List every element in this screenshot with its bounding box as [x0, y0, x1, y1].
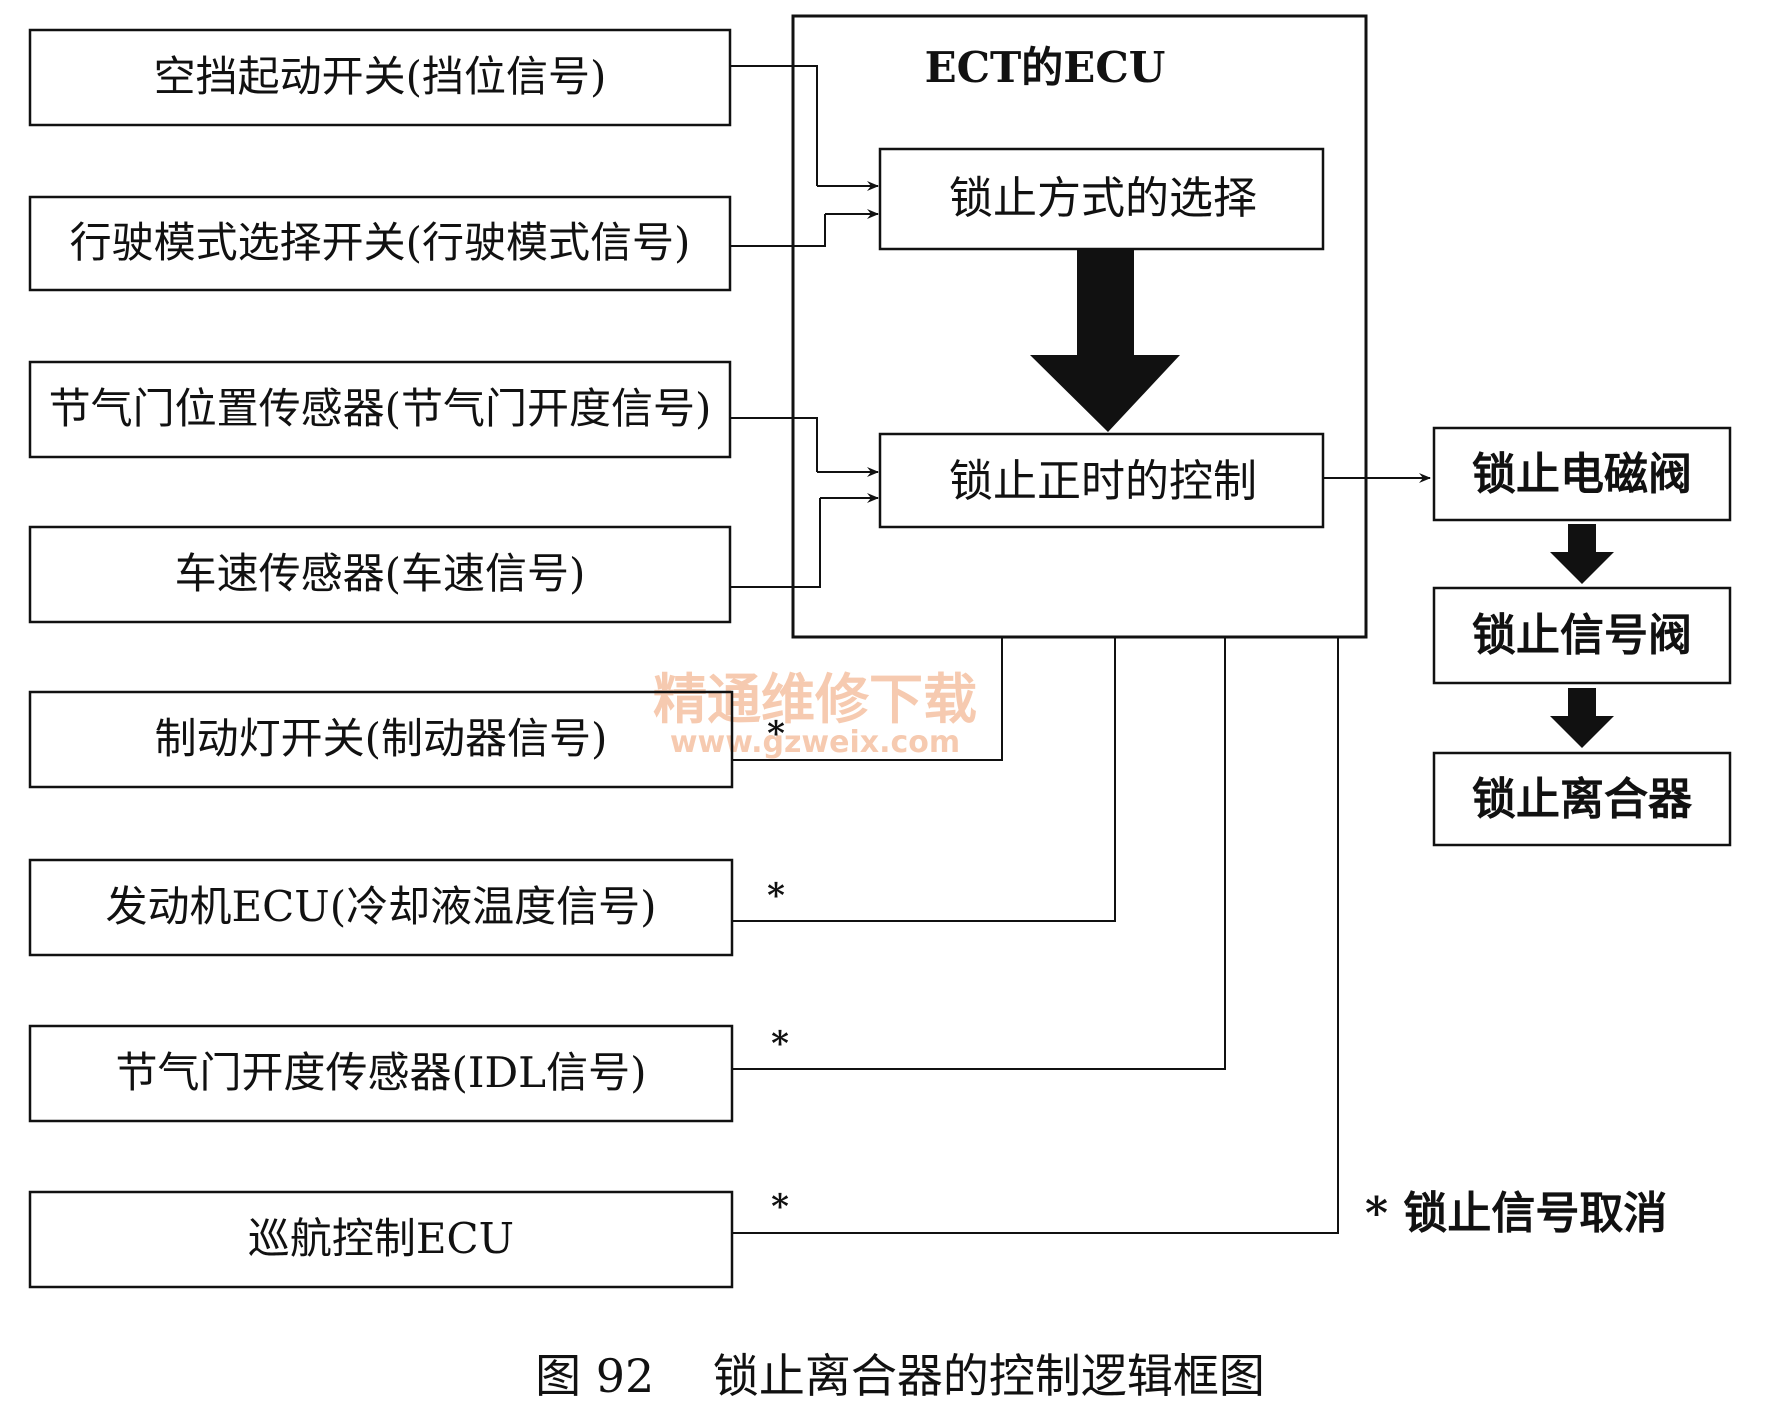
input-box-8: 巡航控制ECU	[28, 1190, 734, 1289]
watermark: 精通维修下载 www.gzweix.com	[653, 668, 977, 760]
input-box-4: 车速传感器(车速信号)	[28, 525, 732, 624]
cancel-marker-6: *	[767, 876, 785, 916]
down-arrow-2-icon	[1550, 688, 1614, 748]
cancel-marker-5: *	[767, 714, 785, 754]
output-label-1: 锁止电磁阀	[1472, 449, 1692, 500]
input-box-7: 节气门开度传感器(IDL信号)	[28, 1024, 734, 1123]
input-box-5: 制动灯开关(制动器信号)	[28, 690, 734, 789]
input-label-2: 行驶模式选择开关(行驶模式信号)	[70, 218, 691, 267]
cancel-marker-7: *	[771, 1024, 789, 1064]
big-down-arrow-icon	[1030, 249, 1180, 432]
watermark-title: 精通维修下载	[653, 668, 977, 731]
input-label-3: 节气门位置传感器(节气门开度信号)	[49, 384, 712, 433]
output-box-2: 锁止信号阀	[1432, 586, 1732, 685]
selection-label: 锁止方式的选择	[949, 173, 1257, 224]
connector-input-1	[730, 65, 879, 191]
input-label-5: 制动灯开关(制动器信号)	[155, 714, 608, 763]
ecu-box	[791, 14, 1368, 639]
timing-label: 锁止正时的控制	[949, 456, 1257, 507]
connector-input-5	[732, 637, 1003, 761]
connector-input-4	[730, 493, 879, 588]
output-box-1: 锁止电磁阀	[1432, 426, 1732, 522]
connector-input-6	[732, 637, 1116, 922]
connector-input-7	[732, 637, 1226, 1070]
input-label-6: 发动机ECU(冷却液温度信号)	[106, 882, 657, 931]
ecu-title: ECT的ECU	[925, 43, 1166, 92]
timing-box	[878, 432, 1325, 529]
connector-input-2	[730, 209, 879, 247]
output-box-3: 锁止离合器	[1432, 751, 1732, 847]
connector-input-3	[730, 417, 879, 477]
input-box-6: 发动机ECU(冷却液温度信号)	[28, 858, 734, 957]
input-label-1: 空挡起动开关(挡位信号)	[154, 52, 607, 101]
output-label-2: 锁止信号阀	[1472, 610, 1692, 661]
input-label-4: 车速传感器(车速信号)	[175, 549, 586, 598]
output-label-3: 锁止离合器	[1472, 774, 1693, 825]
figure-caption: 图 92 锁止离合器的控制逻辑框图	[535, 1349, 1265, 1403]
connector-input-8	[732, 637, 1339, 1234]
input-label-7: 节气门开度传感器(IDL信号)	[116, 1048, 647, 1097]
input-label-8: 巡航控制ECU	[248, 1214, 514, 1263]
input-box-1: 空挡起动开关(挡位信号)	[28, 28, 732, 127]
legend-note: * 锁止信号取消	[1365, 1188, 1667, 1239]
input-box-2: 行驶模式选择开关(行驶模式信号)	[28, 195, 732, 292]
input-box-3: 节气门位置传感器(节气门开度信号)	[28, 360, 732, 459]
watermark-url: www.gzweix.com	[670, 725, 960, 760]
down-arrow-1-icon	[1550, 524, 1614, 584]
cancel-marker-8: *	[771, 1187, 789, 1227]
